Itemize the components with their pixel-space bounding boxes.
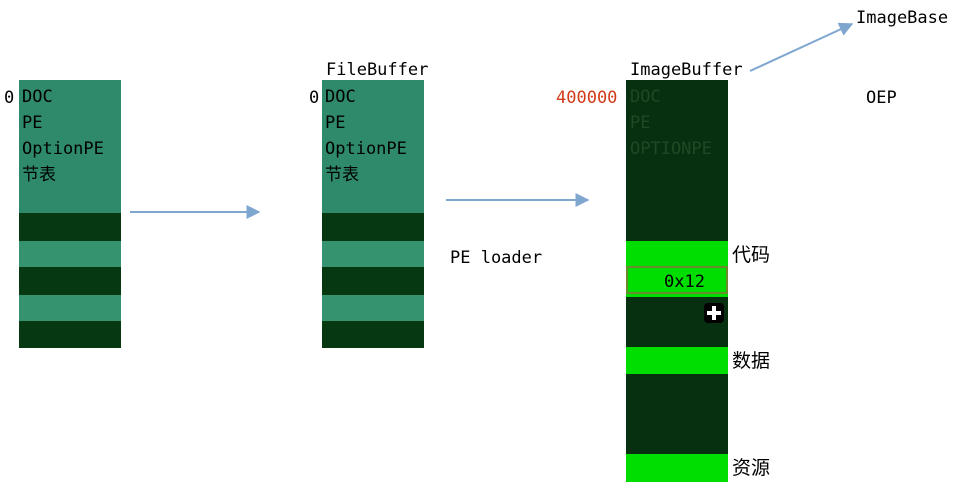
filebuffer-section-4 (322, 295, 424, 321)
filebuffer-header-section-table: 节表 (325, 165, 359, 185)
filebuffer-header-block (322, 80, 424, 213)
imagebuffer-resource-section (626, 454, 728, 482)
section-label-data: 数据 (732, 350, 771, 372)
filebuffer: DOC PE OptionPE 节表 (322, 80, 424, 348)
filebuffer-header-pe: PE (325, 113, 346, 133)
arrow-to-imagebase (749, 22, 854, 72)
filebuffer-section-2 (322, 241, 424, 267)
highlight-value-box[interactable]: 0x12 (626, 266, 728, 294)
imagebuffer-address: 400000 (556, 88, 618, 108)
filebuffer-section-1 (322, 213, 424, 241)
left-header-block (19, 80, 121, 213)
section-label-code: 代码 (732, 244, 771, 266)
filebuffer-header-optionpe: OptionPE (325, 139, 407, 159)
imagebuffer: DOC PE OPTIONPE (626, 80, 728, 482)
imagebuffer-header-optionpe: OPTIONPE (630, 139, 712, 159)
section-label-resource: 资源 (732, 457, 771, 479)
left-header-section-table: 节表 (22, 165, 56, 185)
filebuffer-section-5 (322, 321, 424, 348)
left-header-optionpe: OptionPE (22, 139, 104, 159)
imagebase-label: ImageBase (856, 8, 949, 28)
imagebuffer-code-section (626, 241, 728, 267)
highlight-value-text: 0x12 (664, 272, 705, 292)
filebuffer-offset: 0 (309, 88, 320, 108)
left-buffer-offset: 0 (4, 88, 15, 108)
left-section-5 (19, 321, 121, 348)
left-buffer: DOC PE OptionPE 节表 (19, 80, 121, 348)
move-cursor-icon (704, 303, 724, 323)
pe-loader-label: PE loader (450, 248, 543, 268)
filebuffer-title: FileBuffer (326, 60, 429, 80)
imagebuffer-header-pe: PE (630, 113, 651, 133)
imagebuffer-data-section (626, 347, 728, 374)
imagebuffer-header-doc: DOC (630, 87, 661, 107)
filebuffer-header-doc: DOC (325, 87, 356, 107)
left-header-pe: PE (22, 113, 43, 133)
left-header-doc: DOC (22, 87, 53, 107)
oep-label: OEP (866, 88, 897, 108)
left-section-4 (19, 295, 121, 321)
imagebuffer-title: ImageBuffer (630, 60, 743, 80)
imagebuffer-header-block (626, 80, 728, 241)
filebuffer-section-3 (322, 267, 424, 295)
left-section-3 (19, 267, 121, 295)
imagebuffer-gap-2 (626, 374, 728, 454)
left-section-2 (19, 241, 121, 267)
left-section-1 (19, 213, 121, 241)
